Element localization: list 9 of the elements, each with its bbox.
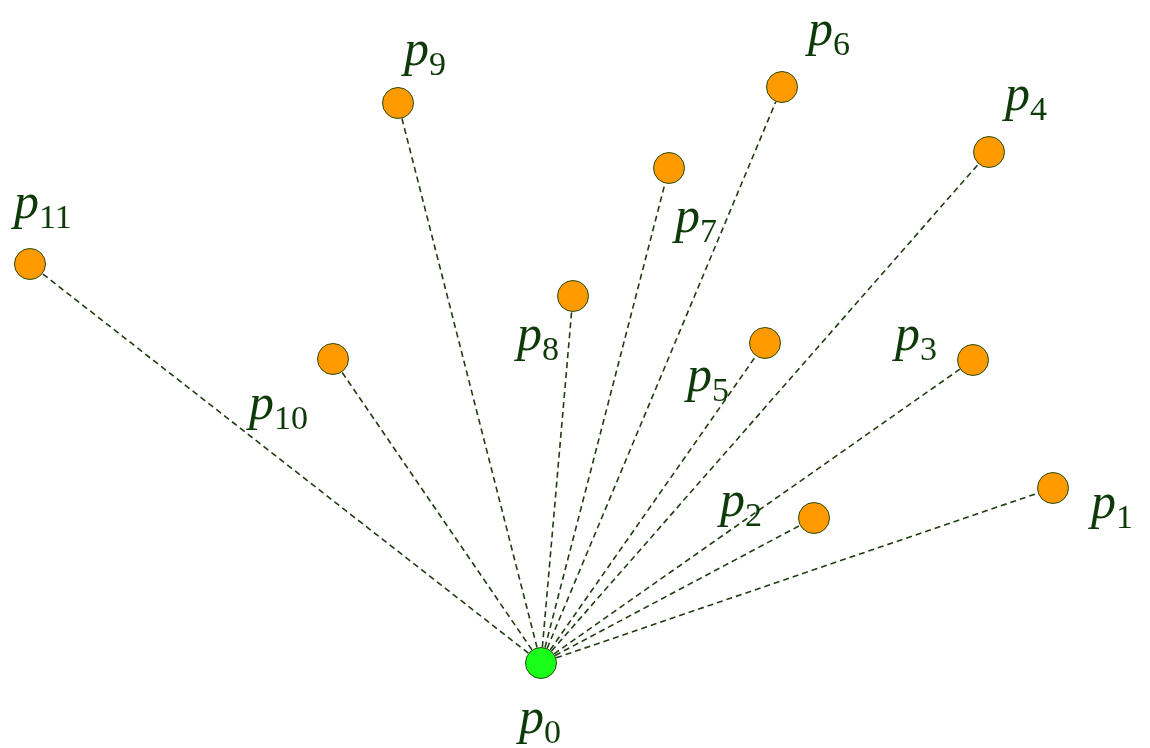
- dashed-line: [553, 368, 961, 655]
- dashed-line: [546, 100, 777, 650]
- dashed-line: [554, 524, 801, 657]
- dashed-line: [550, 163, 980, 652]
- dashed-line: [541, 311, 573, 648]
- dashed-line: [401, 117, 538, 649]
- dashed-line: [549, 355, 757, 651]
- dashed-line: [41, 273, 530, 654]
- dashed-line: [341, 371, 533, 651]
